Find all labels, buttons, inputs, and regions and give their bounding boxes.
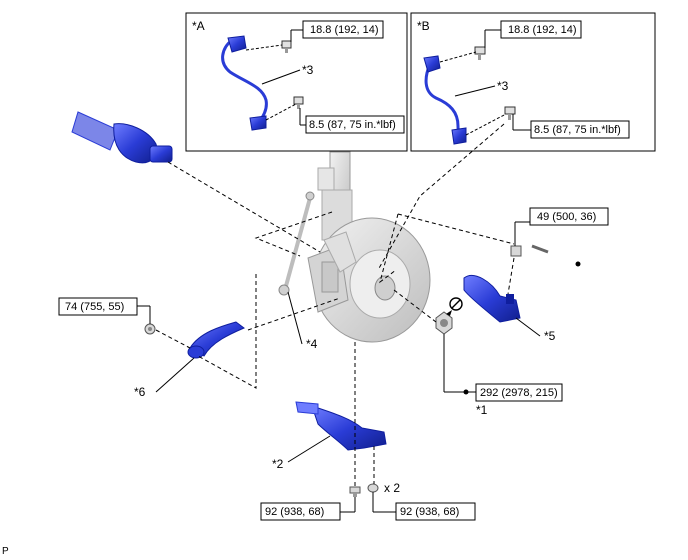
tie-rod-nut — [510, 245, 522, 257]
no-reuse-icon — [446, 297, 463, 316]
label-part2: *2 — [272, 457, 284, 471]
label-part5: *5 — [544, 329, 556, 343]
inset-b-part-label: *3 — [497, 79, 509, 93]
svg-text:49 (500, 36): 49 (500, 36) — [537, 211, 596, 223]
axle-nut — [435, 311, 453, 335]
required-dot-icon — [463, 389, 469, 395]
inset-a-torque-bottom: 8.5 (87, 75 in.*lbf) — [309, 119, 396, 131]
required-dot-icon — [575, 261, 581, 267]
assembly-guides — [155, 123, 515, 486]
svg-text:92 (938, 68): 92 (938, 68) — [265, 506, 324, 518]
svg-text:74 (755, 55): 74 (755, 55) — [65, 301, 124, 313]
bolt-icon — [504, 106, 516, 120]
label-part1: *1 — [476, 403, 488, 417]
inset-b-torque-top: 18.8 (192, 14) — [508, 24, 577, 36]
stabilizer-nut — [144, 323, 156, 335]
lower-nut — [367, 483, 379, 493]
lower-arm — [295, 401, 387, 451]
bolt-icon — [474, 46, 486, 60]
callout-lower-bolt-left: 92 (938, 68) — [260, 497, 356, 521]
qty-label: x 2 — [384, 481, 400, 495]
sensor-clamp — [227, 35, 247, 53]
inset-b-torque-bottom: 8.5 (87, 75 in.*lbf) — [534, 124, 621, 136]
bolt-icon — [281, 40, 292, 53]
callout-stabilizer-nut: 74 (755, 55) — [58, 297, 151, 324]
inset-b: *B 18.8 (192, 14) *3 8.5 (87, 75 in.*lbf… — [410, 12, 656, 152]
sensor-head — [451, 127, 467, 145]
callout-tie-rod-nut: 49 (500, 36) — [514, 207, 609, 246]
sensor-clamp — [423, 55, 441, 73]
callout-lower-bolt-right: 92 (938, 68) — [372, 492, 476, 521]
speed-sensor-wire — [221, 38, 268, 125]
inset-a-label: *A — [192, 19, 205, 33]
inset-a-torque-top: 18.8 (192, 14) — [310, 24, 379, 36]
inset-a: *A 18.8 (192, 14) *3 8.5 (87, 75 in.*lbf… — [185, 12, 408, 152]
cotter-pin — [531, 244, 549, 254]
sensor-head — [249, 115, 267, 131]
callout-axle-nut: 292 (2978, 215) — [443, 334, 563, 402]
tie-rod-end — [463, 274, 521, 323]
svg-text:292 (2978, 215): 292 (2978, 215) — [480, 387, 558, 399]
label-part4: *4 — [306, 337, 318, 351]
lower-bolt — [349, 486, 361, 497]
diagram-code: P — [2, 546, 9, 557]
inset-a-part-label: *3 — [302, 63, 314, 77]
stabilizer-link — [278, 191, 315, 296]
bolt-icon — [293, 96, 304, 109]
steering-knuckle — [323, 231, 357, 273]
drive-shaft — [71, 111, 173, 164]
stabilizer-bar — [187, 321, 245, 359]
inset-b-label: *B — [417, 19, 430, 33]
svg-text:92 (938, 68): 92 (938, 68) — [400, 506, 459, 518]
label-part6: *6 — [134, 385, 146, 399]
